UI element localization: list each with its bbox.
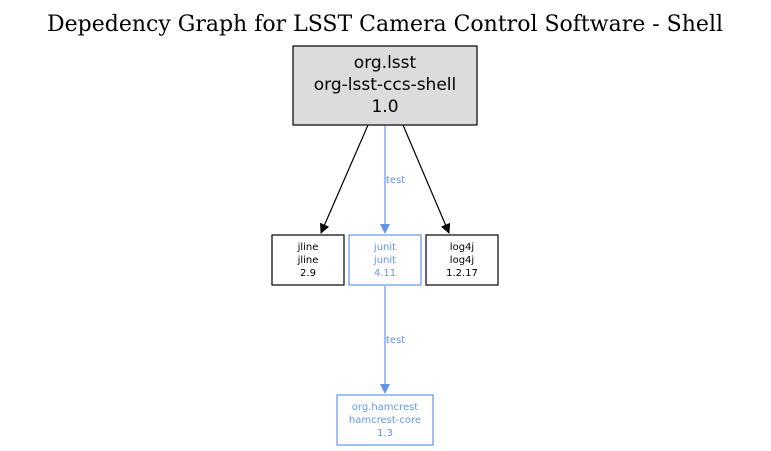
node-artifact: org-lsst-ccs-shell bbox=[314, 75, 456, 95]
node-group: jline bbox=[297, 242, 319, 253]
edge-root-log4j bbox=[402, 124, 451, 234]
node-version: 1.2.17 bbox=[446, 268, 478, 279]
node-jline[interactable]: jline jline 2.9 bbox=[271, 234, 345, 286]
node-artifact: junit bbox=[373, 255, 396, 266]
node-group: log4j bbox=[450, 242, 474, 253]
node-log4j[interactable]: log4j log4j 1.2.17 bbox=[425, 234, 499, 286]
edge-root-jline bbox=[320, 124, 369, 234]
edge-root-junit: test bbox=[380, 125, 405, 234]
graph-title: Depedency Graph for LSST Camera Control … bbox=[47, 12, 723, 37]
node-group: junit bbox=[373, 242, 396, 253]
edge-junit-hamcrest: test bbox=[380, 286, 405, 394]
node-hamcrest[interactable]: org.hamcrest hamcrest-core 1.3 bbox=[336, 394, 434, 446]
node-junit[interactable]: junit junit 4.11 bbox=[348, 234, 422, 286]
node-artifact: hamcrest-core bbox=[349, 415, 421, 426]
node-version: 2.9 bbox=[300, 268, 316, 279]
node-artifact: jline bbox=[297, 255, 319, 266]
node-group: org.lsst bbox=[354, 53, 417, 73]
node-version: 1.3 bbox=[377, 428, 393, 439]
node-version: 4.11 bbox=[374, 268, 396, 279]
node-group: org.hamcrest bbox=[352, 402, 419, 413]
edge-label-test: test bbox=[386, 175, 405, 186]
node-artifact: log4j bbox=[450, 255, 474, 266]
node-version: 1.0 bbox=[371, 97, 398, 117]
node-root[interactable]: org.lsst org-lsst-ccs-shell 1.0 bbox=[292, 45, 478, 126]
edge-label-test: test bbox=[386, 335, 405, 346]
